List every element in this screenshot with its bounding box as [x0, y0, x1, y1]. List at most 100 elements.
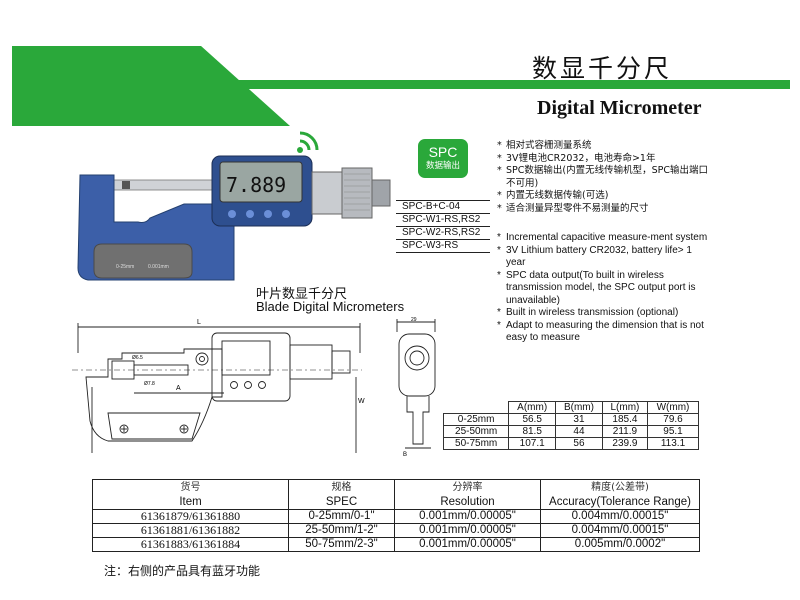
micrometer-product-image: 0-25mm 0.001mm 7.889 [77, 155, 391, 281]
table-cell: 239.9 [601, 437, 649, 450]
feature-cn-item: *适合测量异型零件不易测量的尺寸 [497, 202, 649, 214]
feature-en-text: Built in wireless transmission (optional… [506, 307, 679, 318]
dim-small-label: Ø7.8 [144, 381, 155, 387]
table-cell: 0-25mm [442, 413, 510, 426]
table-cell: 0.001mm/0.00005" [394, 509, 541, 524]
spc-badge-sublabel: 数据输出 [425, 161, 460, 171]
feature-en-item: *Built in wireless transmission (optiona… [497, 307, 679, 318]
spc-code: SPC-B+C-04 [396, 201, 490, 214]
header-green-line [175, 80, 790, 89]
feature-en-text: SPC data output(To built in wireless tra… [506, 269, 696, 306]
feature-en-item: *Adapt to measuring the dimension that i… [497, 320, 712, 345]
dim-L-label: L [197, 319, 201, 326]
feature-en-text: Incremental capacitive measure-ment syst… [506, 232, 708, 243]
header-en: Resolution [440, 495, 495, 508]
header-en: SPEC [325, 495, 358, 508]
page-title-en: Digital Micrometer [537, 97, 702, 119]
table-row: 0-25mm 56.5 31 185.4 79.6 [442, 413, 699, 426]
feature-cn-text: 适合测量异型零件不易测量的尺寸 [506, 202, 649, 214]
table-cell: 61361881/61361882 [92, 523, 289, 538]
feature-cn-item: *SPC数据输出(内置无线传输机型，SPC输出端口不可用) [497, 165, 712, 190]
table-row: 61361881/61361882 25-50mm/1-2" 0.001mm/0… [92, 523, 700, 538]
table-row: 61361883/61361884 50-75mm/2-3" 0.001mm/0… [92, 537, 700, 552]
table-cell: 50-75mm [442, 437, 510, 450]
dim-B-label: B [403, 452, 407, 456]
table-header-row: A(mm) B(mm) L(mm) W(mm) [443, 401, 699, 414]
feature-en-text: 3V Lithium battery CR2032, battery life>… [506, 244, 692, 269]
table-cell: 25-50mm/1-2" [288, 523, 395, 538]
table-cell: 50-75mm/2-3" [288, 537, 395, 552]
table-row: 25-50mm 81.5 44 211.9 95.1 [442, 425, 699, 438]
table-cell: 56.5 [508, 413, 557, 426]
table-cell: 31 [555, 413, 603, 426]
features-cn-list: *相对式容栅测量系统 *3V锂电池CR2032，电池寿命>1年 *SPC数据输出… [497, 140, 712, 215]
blade-title-cn: 叶片数显千分尺 [256, 287, 348, 302]
table-header-cell: 规格 SPEC [288, 479, 395, 510]
table-header-row: 货号 Item 规格 SPEC 分辨率 Resolution 精度(公差带) A… [92, 479, 700, 510]
feature-cn-text: 3V锂电池CR2032，电池寿命>1年 [506, 152, 656, 164]
header-cn: 规格 [331, 481, 352, 493]
spc-badge-label: SPC [428, 144, 458, 160]
spc-code: SPC-W2-RS,RS2 [396, 227, 490, 240]
table-cell: 0.004mm/0.00015" [540, 509, 700, 524]
table-header-cell [443, 401, 510, 414]
feature-cn-text: 内置无线数据传输(可选) [506, 190, 609, 201]
table-cell: 0.001mm/0.00005" [394, 537, 541, 552]
frame-range-label: 0-25mm [116, 264, 134, 270]
table-header-cell: 分辨率 Resolution [394, 479, 541, 510]
blade-title-en: Blade Digital Micrometers [256, 299, 405, 314]
feature-cn-item: *相对式容栅测量系统 [497, 140, 592, 151]
technical-drawing-side: 29 B [396, 317, 436, 456]
table-cell: 107.1 [508, 437, 557, 450]
features-en-list: *Incremental capacitive measure-ment sys… [497, 232, 712, 345]
page-title-cn: 数显千分尺 [532, 54, 673, 83]
table-header-cell: 货号 Item [92, 479, 289, 510]
header-en: Item [179, 495, 202, 508]
header-cn: 分辨率 [452, 481, 483, 493]
table-cell: 0.001mm/0.00005" [394, 523, 541, 538]
table-header-cell: B(mm) [555, 401, 603, 414]
lcd-reading: 7.889 [226, 173, 286, 197]
dim-W-label: W [358, 398, 365, 405]
table-cell: 185.4 [601, 413, 649, 426]
feature-cn-text: SPC数据输出(内置无线传输机型，SPC输出端口不可用) [506, 165, 708, 189]
header-en: Accuracy(Tolerance Range) [549, 495, 691, 508]
table-cell: 61361879/61361880 [92, 509, 289, 524]
dim-A-label: A [176, 385, 181, 392]
feature-cn-item: *内置无线数据传输(可选) [497, 190, 609, 201]
table-cell: 211.9 [601, 425, 649, 438]
spc-code-list: SPC-B+C-04 SPC-W1-RS,RS2 SPC-W2-RS,RS2 S… [396, 200, 490, 253]
table-header-cell: A(mm) [508, 401, 557, 414]
spc-code: SPC-W3-RS [396, 240, 490, 253]
feature-en-item: *Incremental capacitive measure-ment sys… [497, 232, 708, 243]
feature-en-item: *SPC data output(To built in wireless tr… [497, 270, 712, 308]
spec-table: 货号 Item 规格 SPEC 分辨率 Resolution 精度(公差带) A… [92, 479, 700, 552]
table-cell: 25-50mm [442, 425, 510, 438]
wireless-signal-icon [297, 131, 319, 153]
table-row: 61361879/61361880 0-25mm/0-1" 0.001mm/0.… [92, 509, 700, 524]
spc-code: SPC-W1-RS,RS2 [396, 214, 490, 227]
table-cell: 95.1 [647, 425, 699, 438]
table-cell: 81.5 [508, 425, 557, 438]
frame-resolution-label: 0.001mm [148, 264, 169, 270]
feature-en-item: *3V Lithium battery CR2032, battery life… [497, 245, 712, 270]
table-cell: 0.004mm/0.00015" [540, 523, 700, 538]
feature-en-text: Adapt to measuring the dimension that is… [506, 319, 704, 344]
dimensions-table: A(mm) B(mm) L(mm) W(mm) 0-25mm 56.5 31 1… [442, 401, 699, 450]
table-cell: 0.005mm/0.0002" [540, 537, 700, 552]
table-cell: 0-25mm/0-1" [288, 509, 395, 524]
feature-cn-item: *3V锂电池CR2032，电池寿命>1年 [497, 152, 656, 164]
technical-drawing-front: L A W Ø6.5 Ø7.8 [72, 319, 365, 453]
table-cell: 61361883/61361884 [92, 537, 289, 552]
dim-29-label: 29 [411, 317, 417, 323]
feature-cn-text: 相对式容栅测量系统 [506, 140, 592, 151]
spc-output-badge: SPC 数据输出 [418, 139, 468, 178]
header-cn: 货号 [180, 481, 201, 493]
table-cell: 79.6 [647, 413, 699, 426]
table-row: 50-75mm 107.1 56 239.9 113.1 [442, 437, 699, 450]
table-header-cell: L(mm) [601, 401, 649, 414]
header-cn: 精度(公差带) [591, 481, 649, 493]
table-cell: 44 [555, 425, 603, 438]
footnote: 注：右侧的产品具有蓝牙功能 [104, 564, 261, 578]
dim-phi-label: Ø6.5 [132, 355, 143, 361]
